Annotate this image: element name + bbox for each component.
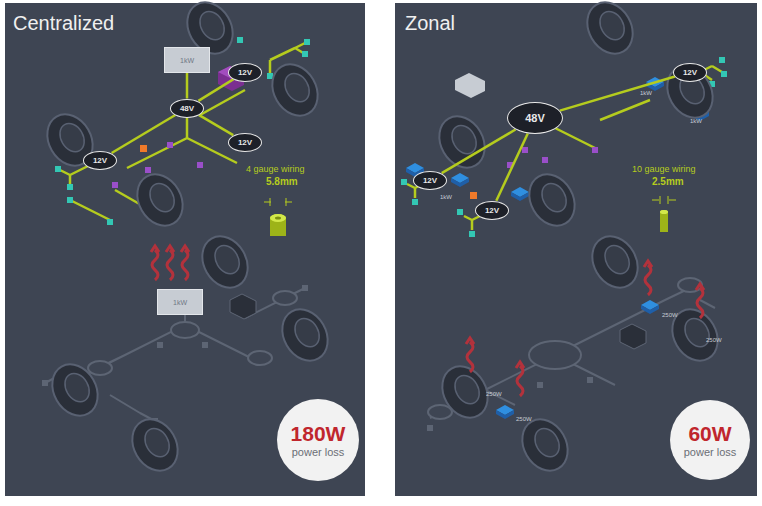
voltage-oval: 12V [83,151,117,170]
node-label: 1kW [180,57,194,64]
power-rating: 1kW [440,194,452,200]
node-label: 12V [423,176,437,185]
wire [560,76,675,110]
voltage-oval: 12V [228,133,262,152]
dimension: 2.5mm [652,176,684,187]
node-label: 12V [238,68,252,77]
node-label: 1kW [173,299,187,306]
node-label: 48V [180,104,194,113]
power-rating: 250W [516,416,532,422]
power-loss-circle: 60Wpower loss [670,400,751,481]
loss-value: 60W [688,422,731,446]
voltage-oval: 48V [170,99,204,118]
inverter-box: 1kW [164,47,210,73]
wiring-note: 10 gauge wiring [632,164,696,174]
node-label: 12V [238,138,252,147]
power-loss-circle: 180Wpower loss [277,399,360,482]
power-rating: 1kW [640,90,652,96]
power-rating: 250W [662,312,678,318]
power-rating: 1kW [690,118,702,124]
node-label: 48V [525,112,545,124]
voltage-oval: 48V [507,102,563,134]
loss-value: 180W [291,422,346,446]
panel-title: Zonal [405,12,455,35]
voltage-oval: 12V [228,63,262,82]
wiring-note: 4 gauge wiring [246,164,305,174]
node-label: 12V [683,68,697,77]
inverter-box: 1kW [157,289,203,315]
wire [199,115,233,135]
loss-caption: power loss [684,446,737,458]
node-label: 12V [93,156,107,165]
panel-title: Centralized [13,12,114,35]
wire [442,129,516,173]
voltage-oval: 12V [673,63,707,82]
wire [198,79,233,101]
wire [112,115,176,153]
voltage-oval: 12V [413,171,447,190]
dimension: 5.8mm [266,176,298,187]
node-label: 12V [485,206,499,215]
loss-caption: power loss [292,446,345,458]
voltage-oval: 12V [475,201,509,220]
wire [186,73,189,99]
power-rating: 250W [486,391,502,397]
power-rating: 250W [706,337,722,343]
wire [496,133,527,200]
